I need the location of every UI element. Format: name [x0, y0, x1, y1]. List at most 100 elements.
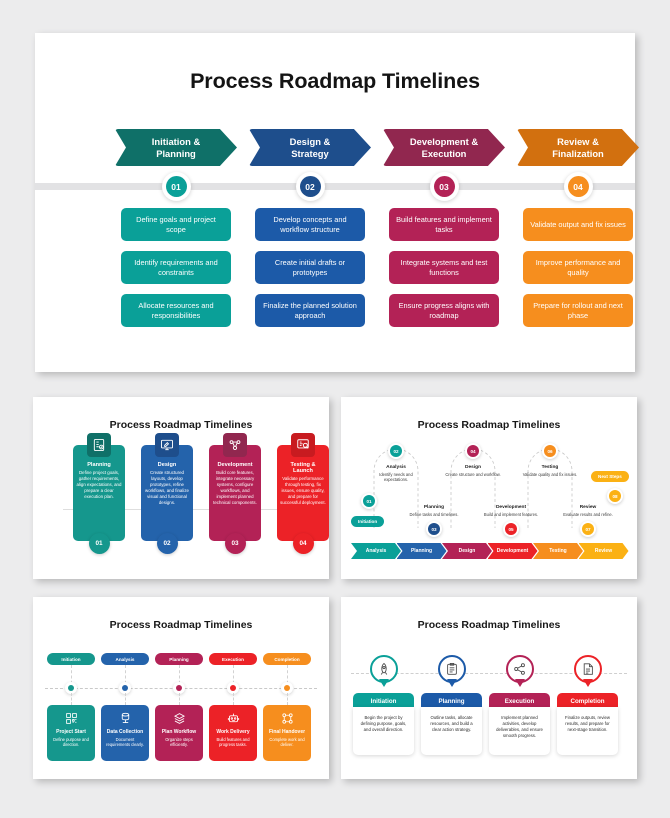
phase-arrow-1[interactable]: Analysis — [351, 543, 401, 559]
step-dot-4[interactable] — [227, 682, 239, 694]
phase-chevron-2[interactable]: Design &Strategy — [249, 129, 371, 166]
snake-dashed-path — [373, 448, 573, 528]
pillar-number-badge[interactable]: 02 — [156, 533, 178, 554]
main-slide[interactable]: Process Roadmap Timelines Initiation &Pl… — [35, 33, 639, 372]
snake-start-pill[interactable]: Initiation — [351, 516, 385, 527]
timeline-marker-number: 01 — [165, 176, 187, 197]
snake-step-dot-08[interactable]: 08 — [607, 488, 623, 504]
timeline-marker-02[interactable]: 02 — [295, 172, 325, 201]
phase-chevron-4[interactable]: Review &Finalization — [517, 129, 639, 166]
pin-card-header-3[interactable]: Execution — [489, 693, 550, 710]
phase-arrow-5[interactable]: Testing — [533, 543, 583, 559]
pin-card-header-1[interactable]: Initiation — [353, 693, 414, 710]
pillar-number-badge[interactable]: 01 — [88, 533, 110, 554]
phase-arrow-4[interactable]: Development — [487, 543, 538, 559]
snake-step-dot-05[interactable]: 05 — [503, 521, 519, 537]
step-card-name: Data Collection — [106, 729, 144, 735]
step-card-desc: Document requirements clearly. — [106, 737, 144, 748]
phase-chevron-label-line2: Strategy — [291, 147, 329, 159]
snake-step-dot-07[interactable]: 07 — [580, 521, 596, 537]
task-card[interactable]: Build features and implement tasks — [389, 208, 499, 241]
step-dot-core — [68, 685, 74, 691]
map-pin-2[interactable] — [437, 655, 466, 687]
step-dot-2[interactable] — [119, 682, 131, 694]
map-pin-3[interactable] — [505, 655, 534, 687]
snake-step-number: 03 — [428, 523, 440, 535]
snake-node-name: Development — [495, 505, 527, 510]
task-card[interactable]: Improve performance and quality — [523, 251, 633, 284]
step-vertical-connector-lower — [233, 693, 234, 705]
step-pill-2[interactable]: Analysis — [101, 653, 149, 665]
pillar-name: Development — [217, 462, 253, 468]
task-card[interactable]: Allocate resources and responsibilities — [121, 294, 231, 327]
timeline-marker-03[interactable]: 03 — [429, 172, 459, 201]
task-card[interactable]: Create initial drafts or prototypes — [255, 251, 365, 284]
task-card[interactable]: Ensure progress aligns with roadmap — [389, 294, 499, 327]
step-vertical-connector — [233, 665, 234, 689]
pin-card-header-4[interactable]: Completion — [557, 693, 618, 710]
step-pill-4[interactable]: Execution — [209, 653, 257, 665]
step-card-desc: Complete work and deliver. — [269, 737, 305, 748]
pillar-number-badge[interactable]: 04 — [292, 533, 314, 554]
step-dot-5[interactable] — [281, 682, 293, 694]
pillar-description: Validate performance through testing, fi… — [280, 476, 326, 505]
step-dot-3[interactable] — [173, 682, 185, 694]
task-card-label: Identify requirements and constraints — [134, 257, 218, 277]
task-card[interactable]: Define goals and project scope — [121, 208, 231, 241]
task-card[interactable]: Validate output and fix issues — [523, 208, 633, 241]
task-card-label: Finalize the planned solution approach — [263, 300, 357, 320]
snake-step-dot-04[interactable]: 04 — [465, 443, 481, 459]
task-card[interactable]: Identify requirements and constraints — [121, 251, 231, 284]
phase-chevron-3[interactable]: Development &Execution — [383, 129, 505, 166]
timeline-marker-04[interactable]: 04 — [563, 172, 593, 201]
step-pill-5[interactable]: Completion — [263, 653, 311, 665]
bug-scan-icon — [291, 433, 315, 457]
step-dot-core — [284, 685, 290, 691]
map-pin-1[interactable] — [369, 655, 398, 687]
step-pill-3[interactable]: Planning — [155, 653, 203, 665]
timeline-marker-01[interactable]: 01 — [161, 172, 191, 201]
timeline-marker-number: 03 — [433, 176, 455, 197]
snake-end-pill[interactable]: Next Steps — [591, 471, 629, 482]
phase-arrow-6[interactable]: Review — [578, 543, 629, 559]
snake-step-dot-03[interactable]: 03 — [426, 521, 442, 537]
pin-card-body-1: Begin the project by defining purpose, g… — [353, 707, 414, 755]
map-pin-4[interactable] — [573, 655, 602, 687]
snake-step-dot-01[interactable]: 01 — [361, 493, 377, 509]
step-vertical-connector — [71, 665, 72, 689]
snake-step-dot-02[interactable]: 02 — [388, 443, 404, 459]
pin-card-header-2[interactable]: Planning — [421, 693, 482, 710]
task-card[interactable]: Develop concepts and workflow structure — [255, 208, 365, 241]
snake-step-number: 06 — [544, 445, 556, 457]
pillar-number-badge[interactable]: 03 — [224, 533, 246, 554]
pillar-description: Define project goals, gather requirement… — [76, 470, 122, 499]
step-card-desc: Organize steps efficiently. — [165, 737, 193, 748]
task-card[interactable]: Prepare for rollout and next phase — [523, 294, 633, 327]
task-card-label: Create initial drafts or prototypes — [274, 257, 346, 277]
task-card[interactable]: Integrate systems and test functions — [389, 251, 499, 284]
step-dot-1[interactable] — [65, 682, 77, 694]
task-card[interactable]: Finalize the planned solution approach — [255, 294, 365, 327]
monitor-pen-icon — [155, 433, 179, 457]
phase-arrow-3[interactable]: Design — [442, 543, 492, 559]
snake-step-dot-06[interactable]: 06 — [542, 443, 558, 459]
snake-step-number: 04 — [467, 445, 479, 457]
phase-chevron-1[interactable]: Initiation &Planning — [115, 129, 237, 166]
step-pill-1[interactable]: Initiation — [47, 653, 95, 665]
phase-arrow-2[interactable]: Planning — [396, 543, 447, 559]
